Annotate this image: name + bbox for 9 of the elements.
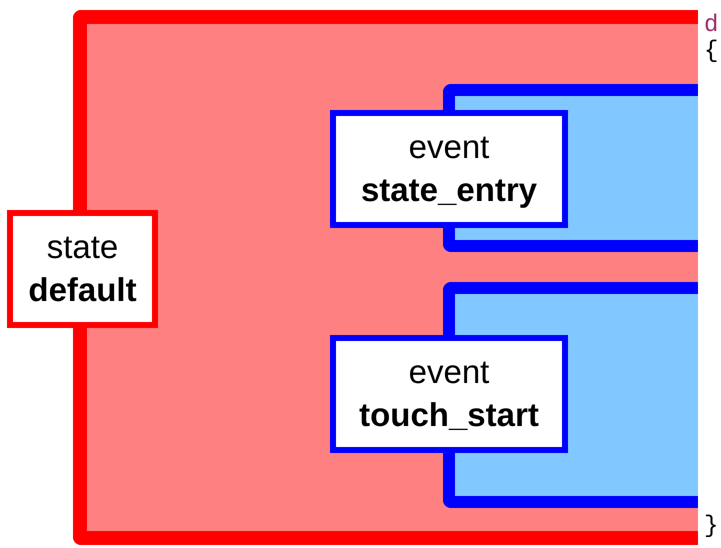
- kind-text: state: [46, 227, 118, 268]
- code-text: d: [704, 14, 718, 38]
- code-text: {: [704, 40, 718, 64]
- kind-text: event: [408, 352, 490, 392]
- name-text: state_entry: [360, 170, 538, 210]
- name-text: touch_start: [359, 395, 539, 435]
- name-text: default: [28, 270, 137, 310]
- kind-text: event: [408, 127, 490, 168]
- code-text: }: [704, 515, 718, 539]
